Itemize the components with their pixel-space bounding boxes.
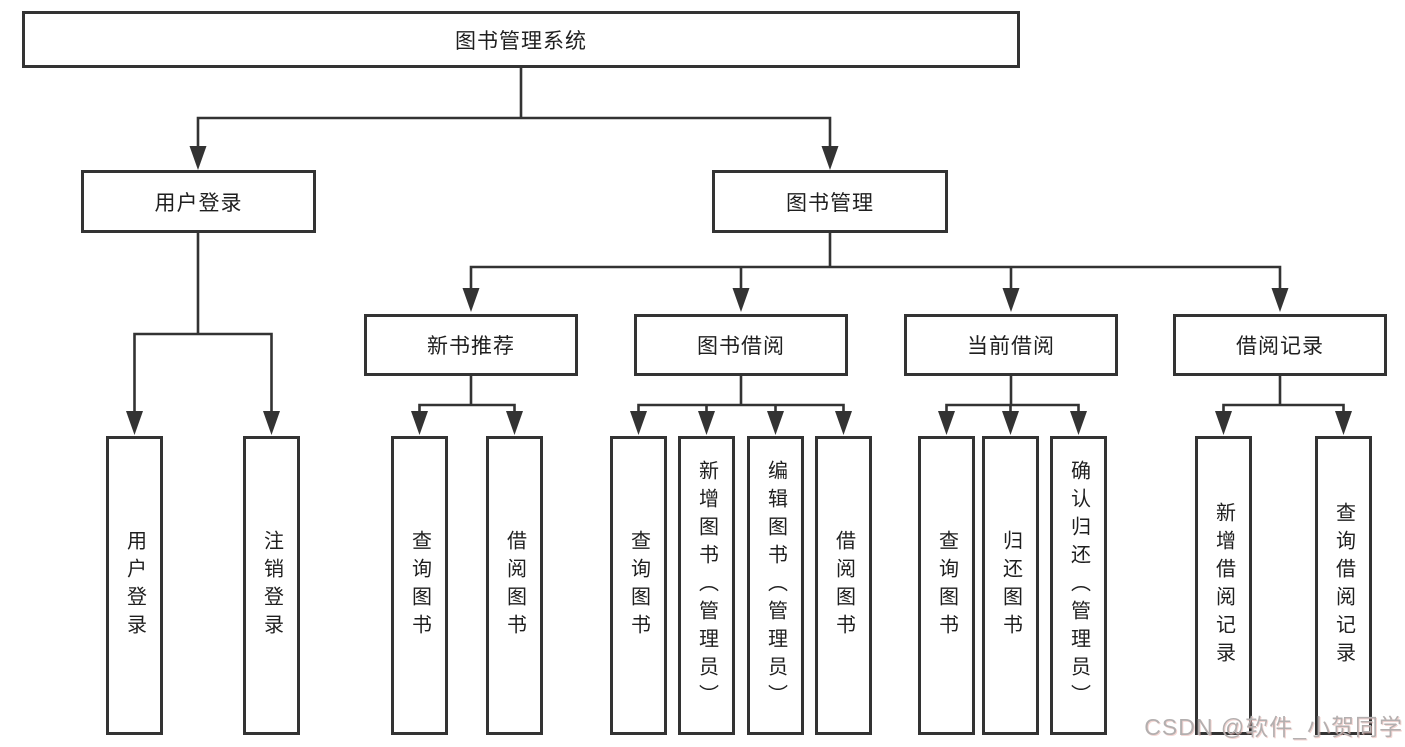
- connector-login-to-leaves: [126, 231, 280, 435]
- leaf-newbook-query-book: 查询图书: [391, 436, 448, 735]
- arrowhead-icon: [462, 288, 480, 312]
- leaf-borrow-query-book-label: 查询图书: [627, 529, 650, 642]
- leaf-record-add-record-label: 新增借阅记录: [1212, 501, 1235, 670]
- leaf-logout-label: 注销登录: [260, 529, 283, 642]
- connector-borrow-to-leaves: [630, 374, 852, 435]
- connector-manage-to-level3: [462, 231, 1289, 312]
- leaf-borrow-edit-book-admin: 编辑图书（管理员）: [747, 436, 804, 735]
- arrowhead-icon: [1271, 288, 1289, 312]
- arrowhead-icon: [1002, 288, 1020, 312]
- leaf-current-return-book: 归还图书: [982, 436, 1039, 735]
- leaf-current-query-book: 查询图书: [918, 436, 975, 735]
- node-borrow-record-label: 借阅记录: [1236, 335, 1324, 358]
- arrowhead-icon: [732, 288, 750, 312]
- leaf-record-query-record: 查询借阅记录: [1315, 436, 1372, 735]
- arrowhead-icon: [821, 146, 839, 170]
- connector-current-to-leaves: [938, 374, 1087, 435]
- leaf-borrow-edit-book-admin-label: 编辑图书（管理员）: [764, 459, 787, 712]
- arrowhead-icon: [835, 411, 852, 435]
- leaf-borrow-borrow-book: 借阅图书: [815, 436, 872, 735]
- leaf-borrow-query-book: 查询图书: [610, 436, 667, 735]
- leaf-current-return-book-label: 归还图书: [999, 529, 1022, 642]
- leaf-record-add-record: 新增借阅记录: [1195, 436, 1252, 735]
- node-current-borrow: 当前借阅: [904, 314, 1118, 376]
- arrowhead-icon: [1335, 411, 1352, 435]
- leaf-logout: 注销登录: [243, 436, 300, 735]
- leaf-user-login-label: 用户登录: [123, 529, 146, 642]
- node-book-borrow-label: 图书借阅: [697, 335, 785, 358]
- arrowhead-icon: [1070, 411, 1087, 435]
- arrowhead-icon: [630, 411, 647, 435]
- node-new-book-recommend: 新书推荐: [364, 314, 578, 376]
- node-current-borrow-label: 当前借阅: [967, 335, 1055, 358]
- leaf-borrow-add-book-admin-label: 新增图书（管理员）: [695, 459, 718, 712]
- arrowhead-icon: [938, 411, 955, 435]
- arrowhead-icon: [411, 411, 428, 435]
- node-root-system-label: 图书管理系统: [455, 29, 587, 53]
- leaf-newbook-borrow-book: 借阅图书: [486, 436, 543, 735]
- leaf-borrow-borrow-book-label: 借阅图书: [832, 529, 855, 642]
- leaf-newbook-query-book-label: 查询图书: [408, 529, 431, 642]
- arrowhead-icon: [189, 146, 207, 170]
- leaf-newbook-borrow-book-label: 借阅图书: [503, 529, 526, 642]
- connector-root-to-level2: [189, 66, 839, 170]
- connector-record-to-leaves: [1215, 374, 1352, 435]
- leaf-current-confirm-return-admin: 确认归还（管理员）: [1050, 436, 1107, 735]
- node-book-manage: 图书管理: [712, 170, 948, 233]
- leaf-user-login: 用户登录: [106, 436, 163, 735]
- node-borrow-record: 借阅记录: [1173, 314, 1387, 376]
- arrowhead-icon: [126, 411, 143, 435]
- arrowhead-icon: [506, 411, 523, 435]
- connector-newbook-to-leaves: [411, 374, 523, 435]
- arrowhead-icon: [1215, 411, 1232, 435]
- node-root-system: 图书管理系统: [22, 11, 1020, 68]
- node-book-borrow: 图书借阅: [634, 314, 848, 376]
- arrowhead-icon: [767, 411, 784, 435]
- node-new-book-recommend-label: 新书推荐: [427, 335, 515, 358]
- csdn-watermark: CSDN @软件_小贺同学: [1144, 714, 1403, 740]
- node-user-login: 用户登录: [81, 170, 316, 233]
- leaf-borrow-add-book-admin: 新增图书（管理员）: [678, 436, 735, 735]
- node-book-manage-label: 图书管理: [786, 191, 874, 215]
- leaf-record-query-record-label: 查询借阅记录: [1332, 501, 1355, 670]
- leaf-current-query-book-label: 查询图书: [935, 529, 958, 642]
- node-user-login-label: 用户登录: [154, 191, 243, 215]
- leaf-current-confirm-return-admin-label: 确认归还（管理员）: [1067, 459, 1090, 712]
- arrowhead-icon: [263, 411, 280, 435]
- arrowhead-icon: [1002, 411, 1019, 435]
- arrowhead-icon: [698, 411, 715, 435]
